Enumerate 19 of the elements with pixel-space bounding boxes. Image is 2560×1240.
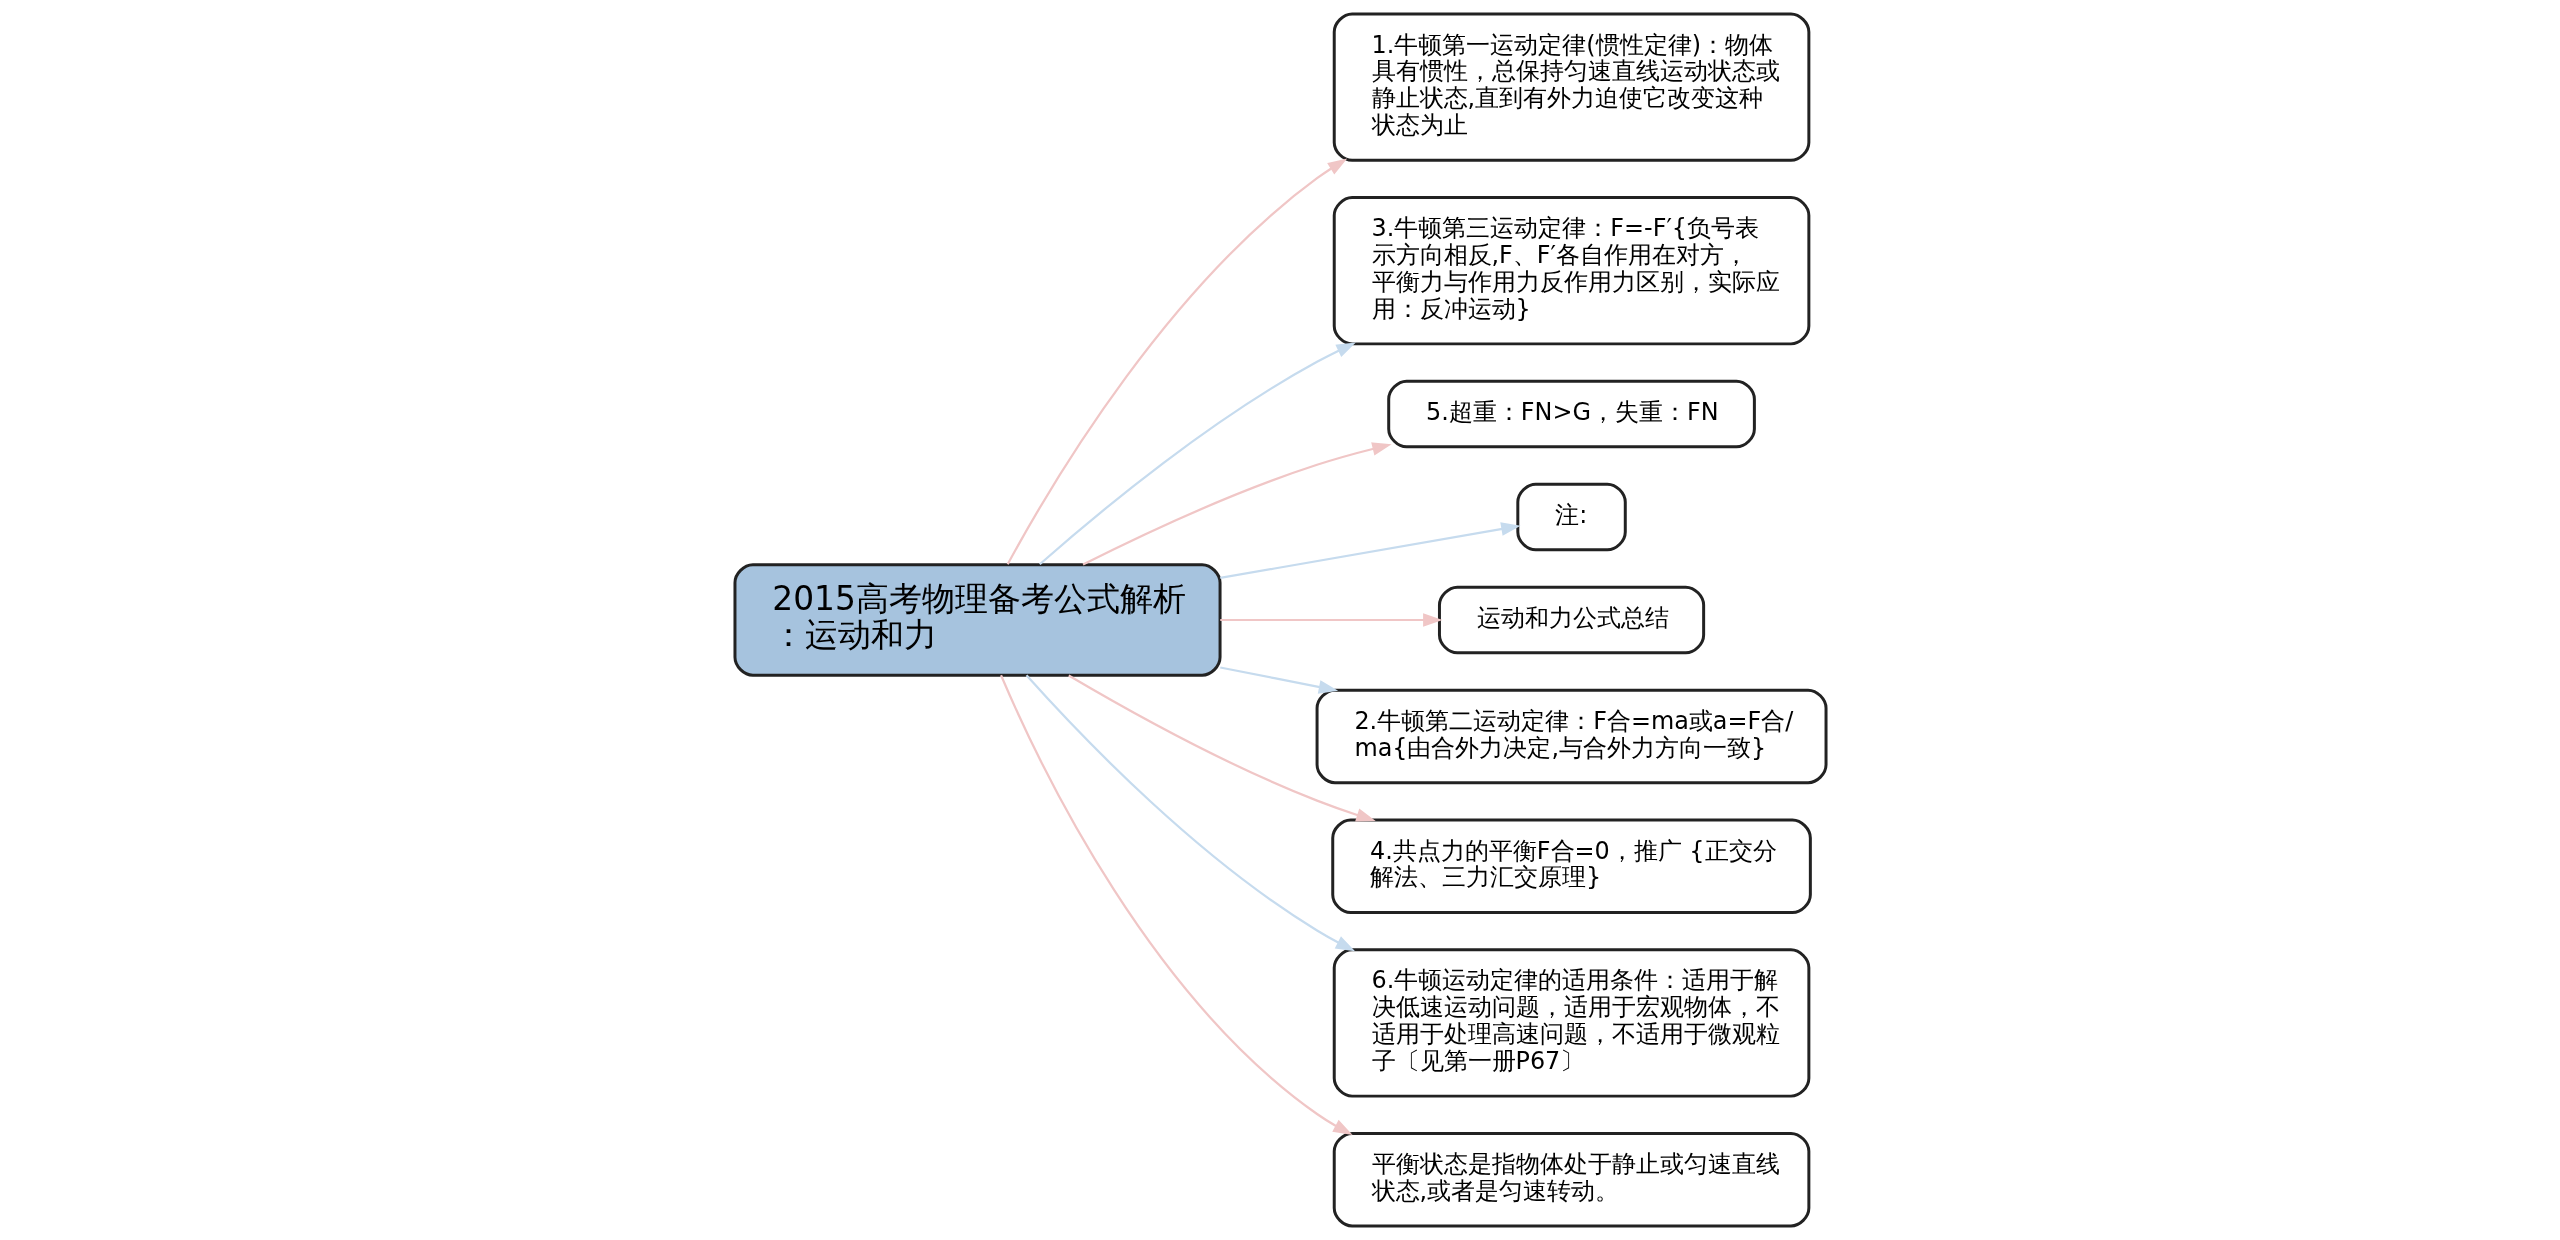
arrow [1219,522,1521,580]
node-box: 4.共点力的平衡F合=0，推广 {正交分解法、三力汇交原理} [1330,818,1812,915]
arrow [1067,674,1376,822]
node-box: 6.牛顿运动定律的适用条件：适用于解决低速运动问题，适用于宏观物体，不适用于处理高速问题，不适用于微观粒子〔见第一册P67〕 [1332,948,1810,1098]
node-box: 平衡状态是指物体处于静止或匀速直线状态,或者是匀速转动。 [1332,1131,1810,1228]
arrow [1038,342,1356,566]
node-box: 2.牛顿第二运动定律：F合=ma或a=F合/ma{由合外力决定,与合外力方向一致} [1315,688,1828,785]
arrow [1219,613,1443,627]
arrow [1219,666,1338,694]
node-box: 3.牛顿第三运动定律：F=-F′{负号表示方向相反,F、F′各自作用在对方，平衡力与作用力反作用力区别，实际应用：反冲运动} [1332,196,1810,346]
node-box: 2015高考物理备考公式解析：运动和力 [732,563,1222,677]
node-box: 注: [1515,482,1627,552]
node-box: 运动和力公式总结 [1437,585,1705,655]
arrow [1006,158,1347,565]
node-box: 5.超重：FN>G，失重：FN [1386,379,1756,449]
arrow [999,674,1353,1135]
node-box: 1.牛顿第一运动定律(惯性定律)：物体具有惯性，总保持匀速直线运动状态或静止状态,直到有外力迫使它改变这种状态为止 [1332,12,1810,162]
arrow [1025,674,1355,952]
arrow [1082,442,1392,566]
